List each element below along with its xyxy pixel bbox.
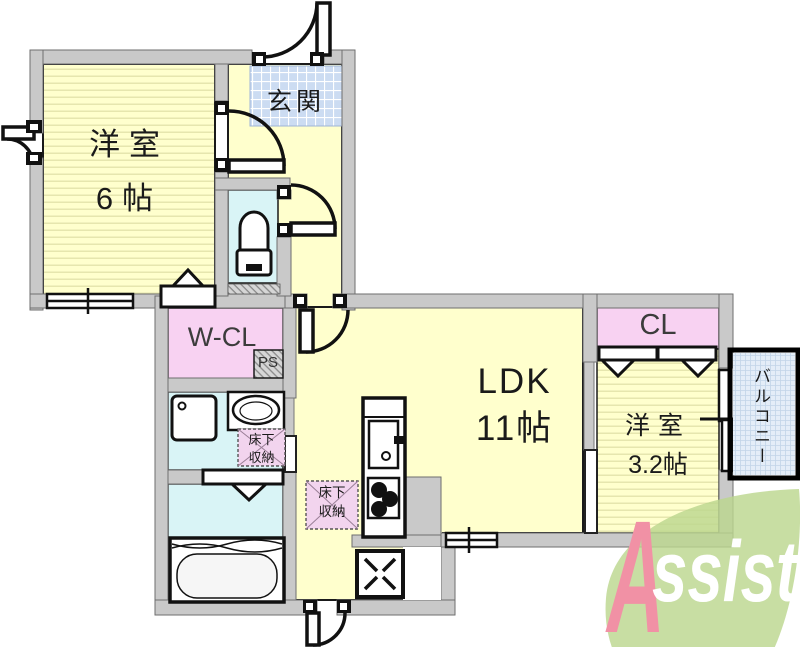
pipe-space-label: PS <box>257 354 278 371</box>
western-room-6-size: 6帖 <box>95 181 163 217</box>
western6-door-leaf <box>227 158 286 174</box>
utility-hatch <box>355 549 405 599</box>
underfloor-storage-1-line2: 収納 <box>248 449 275 465</box>
washing-machine-space <box>170 394 218 442</box>
door-posts <box>26 52 351 613</box>
closet-folding-door-left <box>597 345 659 362</box>
western-room-32-name: 洋室 <box>624 412 691 440</box>
closet-label: CL <box>639 309 677 341</box>
bathroom-folding-door <box>201 468 285 486</box>
refrigerator-space <box>403 547 441 600</box>
underfloor-storage-1-label: 床下 収納 <box>236 431 287 466</box>
hinged-doors <box>1 1 350 647</box>
washbasin <box>226 390 286 432</box>
assist-logo-leaf <box>605 489 800 647</box>
south-door-leaf <box>305 611 321 647</box>
western6-door-arc <box>228 109 286 167</box>
closet-folding-door-right <box>656 345 718 362</box>
underfloor-storage-2-line1: 床下 <box>318 485 346 500</box>
closet-floor <box>596 306 720 350</box>
toilet-fixture <box>235 210 273 277</box>
balcony-area <box>727 347 800 481</box>
assist-logo: A ssist <box>605 487 800 647</box>
ldk-bedroom-sliding-door <box>583 361 598 534</box>
entrance-door-leaf <box>315 1 332 57</box>
walls <box>29 49 734 616</box>
walk-in-closet-label: W-CL <box>187 322 257 352</box>
underfloor-storage-2-line2: 収納 <box>318 503 346 519</box>
assist-logo-letter-a: A <box>605 487 665 647</box>
toilet-lower-wall-hatch <box>227 283 281 295</box>
toilet-door-leaf <box>289 221 337 237</box>
toilet-door-arc <box>290 183 337 230</box>
ldk-label: LDK 11帖 <box>437 358 592 453</box>
western-room-6-floor <box>42 63 216 297</box>
pipe-space-box <box>253 349 284 379</box>
underfloor-storage-1-line1: 床下 <box>248 432 275 447</box>
underfloor-storage-boxes <box>237 428 359 530</box>
folding-doors <box>159 267 718 503</box>
wcl-folding-door <box>159 284 217 309</box>
kitchen-unit <box>351 396 442 600</box>
bathtub <box>168 536 286 604</box>
western-room-32-floor <box>596 348 720 534</box>
underfloor-storage-2-label: 床下 収納 <box>305 484 359 522</box>
windows <box>45 288 747 553</box>
faucet <box>394 436 405 444</box>
ldk-door-leaf <box>298 308 315 354</box>
western-room-6-name: 洋室 <box>89 127 169 162</box>
assist-logo-rest: ssist <box>652 525 799 620</box>
ldk-size: 11帖 <box>475 409 554 449</box>
western-room-6-label: 洋室 6帖 <box>43 118 215 227</box>
room-floors <box>42 63 720 601</box>
ldk-name: LDK <box>477 362 552 401</box>
western-room-32-size: 3.2帖 <box>628 450 688 479</box>
balcony-label: バルコニー <box>751 367 770 467</box>
western-room-32-label: 洋室 3.2帖 <box>588 407 728 485</box>
entrance-label: 玄関 <box>266 88 325 116</box>
kitchen-sink <box>367 419 400 470</box>
entrance-tile-floor <box>249 65 343 127</box>
